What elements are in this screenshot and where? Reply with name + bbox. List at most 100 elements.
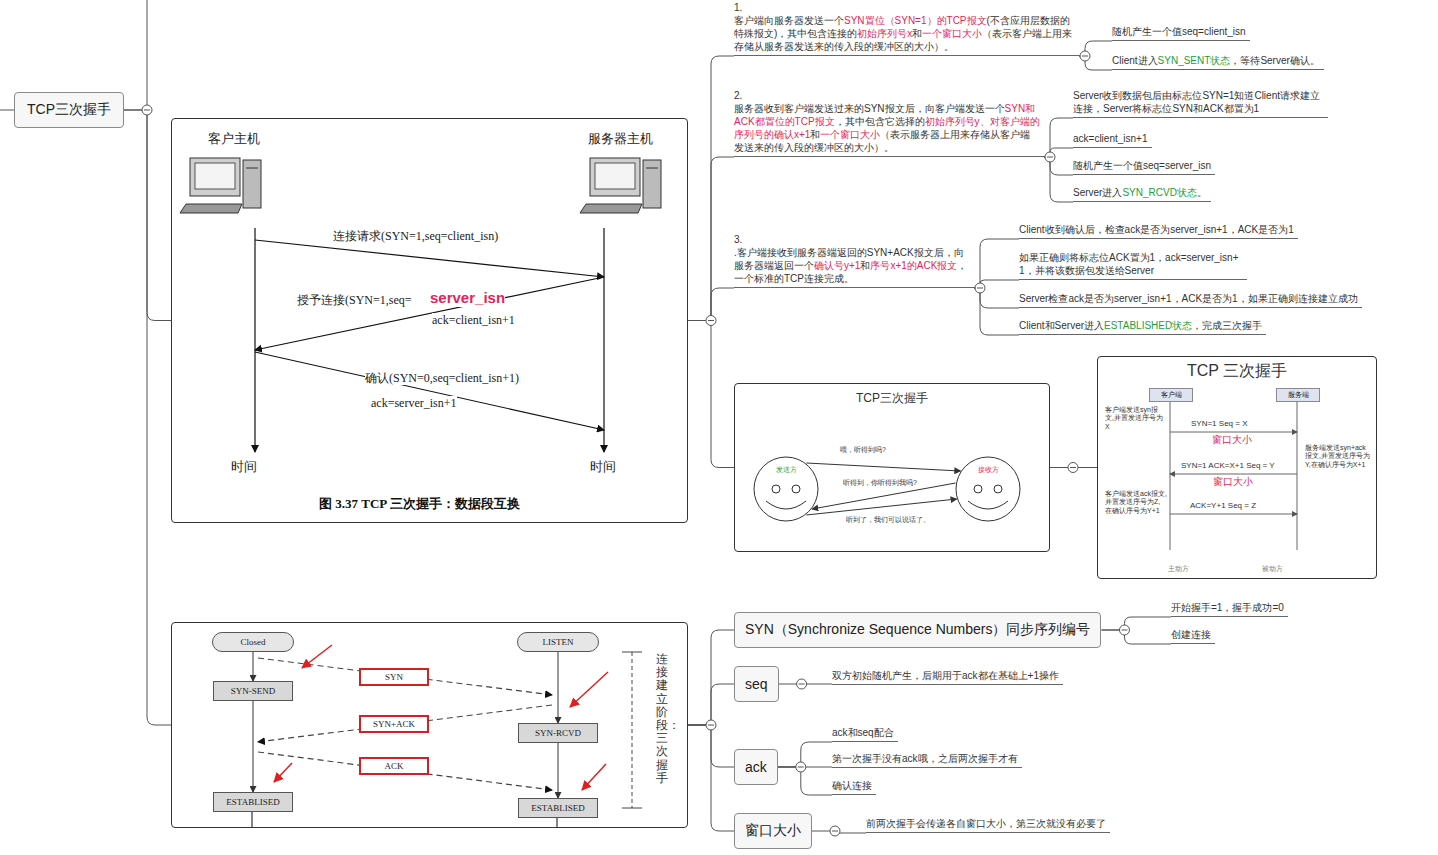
segment-dashed-arrow (258, 658, 552, 695)
connector (252, 652, 253, 681)
message-arrow (255, 240, 604, 277)
face-circle: 发送方 (753, 456, 819, 522)
message-arrow (255, 352, 604, 430)
annotation-label: ack=client_isn+1 (432, 313, 515, 327)
annotation-label: 窗口大小 (1212, 434, 1252, 446)
annotation-label: 确认(SYN=0,seq=client_isn+1) (365, 371, 519, 385)
sequence-line (1170, 432, 1297, 433)
annotation-label: 主动方 (1168, 565, 1189, 573)
state-box: ESTABLISED (213, 792, 293, 812)
node-text: SYN_SENT状态 (1158, 55, 1231, 66)
subtopic-text: 第一次握手没有ack哦，之后两次握手才有 (832, 751, 1022, 768)
subtopic-text: 开始握手=1，握手成功=0 (1171, 600, 1288, 617)
annotation-label: 被动方 (1262, 565, 1283, 573)
annotation-label: 客户端发送syn报文,并置发送序号为X (1105, 406, 1165, 431)
node-text: SYN置位（SYN=1）的TCP报文 (844, 15, 987, 26)
node-text: seq (745, 676, 768, 692)
node-text: 序号x+1的ACK报文 (870, 260, 957, 271)
node-text: 双方初始随机产生，后期用于ack都在基础上+1操作 (832, 670, 1059, 681)
connector (688, 321, 734, 468)
annotation-label: 时间 (590, 459, 616, 475)
annotation-label: 窗口大小 (1213, 476, 1253, 488)
subtopic-text: 创建连接 (1171, 627, 1215, 644)
subtopic-text: 随机产生一个值seq=client_isn (1112, 24, 1250, 41)
phase-bracket (622, 652, 642, 808)
node-text: Client和Server进入 (1019, 320, 1104, 331)
annotation-label: 客户端发送ack报文,并置发送序号为Z,在确认序号为Y+1 (1105, 490, 1167, 515)
sequence-line (1297, 401, 1298, 550)
face-outline (754, 457, 818, 521)
node-text: 接收方 (955, 456, 1021, 475)
connector (1044, 118, 1073, 157)
collapse-toggle (706, 720, 716, 730)
node-text: 连接建立阶段：三次握手 (656, 653, 668, 785)
topic-box: TCP三次握手 (14, 92, 124, 128)
subtopic-text: ack和seq配合 (832, 725, 898, 742)
face-outline (772, 485, 780, 493)
node-text: Closed (240, 637, 265, 647)
annotation-label: SYN=1 ACK=X+1 Seq = Y (1181, 461, 1275, 471)
connector (806, 463, 960, 471)
segment-dashed-arrow (258, 705, 552, 742)
node-text: ESTABLISHED状态 (1104, 320, 1192, 331)
collapse-toggle (1082, 56, 1088, 57)
collapse-toggle (1068, 463, 1078, 473)
node-text: Client收到确认后，检查ack是否为server_isn+1，ACK是否为1 (1019, 224, 1294, 235)
edge-label: 听得到，你听得到我吗? (843, 479, 917, 487)
collapse-toggle (708, 725, 714, 726)
state-box: ESTABLISED (518, 798, 598, 818)
connector (1044, 157, 1073, 202)
computer-icon (180, 158, 261, 213)
node-text: ESTABLISED (531, 803, 584, 813)
connector (1101, 617, 1171, 630)
topic-box: 窗口大小 (734, 813, 812, 849)
connector (688, 684, 734, 725)
node-text: 图 3.37 TCP 三次握手：数据段互换 (319, 495, 520, 513)
topic-text: 如果正确则将标志位ACK置为1，ack=server_isn+1，并将该数据包发… (1019, 250, 1247, 280)
node-text: Server检查ack是否为server_isn+1，ACK是否为1，如果正确则… (1019, 293, 1358, 304)
topic-box: seq (734, 666, 779, 702)
node-text: 开始握手=1，握手成功=0 (1171, 602, 1284, 613)
segment-dashed-arrow (258, 752, 552, 790)
node-text: Server进入 (1073, 187, 1122, 198)
subtopic-text: Client和Server进入ESTABLISHED状态，完成三次握手 (1019, 318, 1266, 335)
node-text: 和 (810, 129, 820, 140)
node-text: 随机产生一个值seq=client_isn (1112, 26, 1246, 37)
subtopic-text: Server检查ack是否为server_isn+1，ACK是否为1，如果正确则… (1019, 291, 1362, 308)
node-text: 1. (734, 1, 1075, 14)
segment-box: SYN+ACK (359, 715, 429, 733)
node-text: 初始序列号x (857, 28, 912, 39)
connector (252, 701, 253, 792)
state-line (252, 811, 557, 828)
topic-box: ack (734, 749, 778, 785)
topic-text: 3..客户端接收到服务器端返回的SYN+ACK报文后，向服务器端返回一个确认号y… (734, 232, 974, 288)
annotation-label: 服务器主机 (588, 131, 653, 147)
node-text: 随机产生一个值seq=server_isn (1073, 160, 1211, 171)
face-outline (994, 485, 1002, 493)
subtopic-text: 前两次握手会传递各自窗口大小，第三次就没有必要了 (866, 816, 1110, 833)
node-text: 确认号y+1 (814, 260, 860, 271)
connector (688, 157, 734, 321)
connector (974, 239, 1019, 288)
connector (557, 743, 558, 798)
collapse-toggle (798, 767, 804, 768)
node-text: 一个窗口大小 (922, 28, 982, 39)
node-text: 服务端 (1288, 390, 1309, 400)
node-text: ，完成三次握手 (1192, 320, 1262, 331)
face-outline (766, 501, 806, 509)
node-text: 。 (1197, 187, 1207, 198)
topic-text: 2.服务器收到客户端发送过来的SYN报文后，向客户端发送一个SYN和ACK都置位… (734, 88, 1044, 157)
state-box: SYN-RCVD (518, 723, 598, 743)
lifeline-box: 服务端 (1276, 388, 1320, 402)
connector (1050, 467, 1097, 468)
collapse-toggle (797, 679, 807, 689)
state-box: LISTEN (517, 632, 599, 652)
segment-dashed-arrow (258, 658, 552, 790)
node-text: TCP三次握手 (735, 390, 1049, 407)
connector (688, 725, 734, 831)
annotation-label: 时间 (231, 459, 257, 475)
face-outline (968, 501, 1008, 509)
node-text: 第一次握手没有ack哦，之后两次握手才有 (832, 753, 1018, 764)
node-text: SYN (385, 672, 403, 682)
connector (1101, 630, 1171, 644)
